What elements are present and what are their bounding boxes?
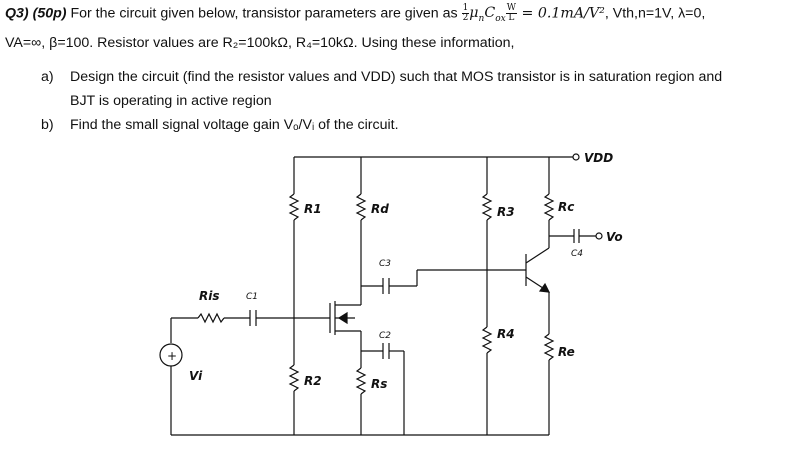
r1-resistor: [288, 193, 300, 221]
question-b-label: b): [41, 117, 54, 133]
vdd-terminal: [572, 153, 580, 161]
question-a: a) Design the circuit (find the resistor …: [41, 69, 722, 85]
rs-label: Rs: [371, 377, 387, 391]
problem-line-1: Q3) (50p) For the circuit given below, t…: [5, 3, 706, 25]
r3-label: R3: [497, 205, 515, 219]
problem-line-1-tail: , Vth,n=1V, λ=0,: [604, 5, 706, 22]
c3-label: C3: [379, 259, 391, 269]
vo-terminal: [595, 232, 603, 240]
r1-label: R1: [304, 202, 322, 216]
source-plus: +: [167, 349, 177, 363]
ris-label: Ris: [199, 289, 220, 303]
rd-resistor: [355, 193, 367, 221]
problem-line-1-text: For the circuit given below, transistor …: [66, 5, 462, 22]
r4-label: R4: [497, 327, 515, 341]
r3-resistor: [481, 193, 493, 221]
vo-label: Vo: [606, 230, 623, 244]
r2-label: R2: [304, 374, 322, 388]
c1-label: C1: [246, 292, 258, 302]
question-a-text: Design the circuit (find the resistor va…: [70, 69, 723, 85]
re-label: Re: [558, 345, 575, 359]
vdd-label: VDD: [584, 151, 613, 165]
problem-heading: Q3) (50p): [5, 5, 67, 22]
bjt-collector: [525, 247, 550, 264]
rc-label: Rc: [558, 200, 574, 214]
r4-resistor: [481, 326, 493, 354]
ris-resistor: [197, 312, 225, 324]
r2-resistor: [288, 364, 300, 392]
c2-label: C2: [379, 331, 391, 341]
re-resistor: [543, 333, 555, 361]
rc-resistor: [543, 193, 555, 221]
problem-line-2: VA=∞, β=100. Resistor values are R₂=100k…: [5, 35, 515, 51]
question-b: b) Find the small signal voltage gain Vₒ/…: [41, 117, 399, 133]
rs-resistor: [355, 367, 367, 395]
question-b-text: Find the small signal voltage gain Vₒ/Vᵢ…: [70, 117, 399, 133]
vi-label: Vi: [189, 369, 203, 383]
mu-n-cox: μnCox: [469, 5, 506, 25]
c4-label: C4: [571, 249, 583, 259]
question-a-text-2: BJT is operating in active region: [70, 93, 272, 109]
question-a-label: a): [41, 69, 54, 85]
rd-label: Rd: [371, 202, 389, 216]
kn-value: = 0.1mA/V²: [516, 5, 605, 22]
bjt-arrow-icon: [538, 282, 551, 293]
